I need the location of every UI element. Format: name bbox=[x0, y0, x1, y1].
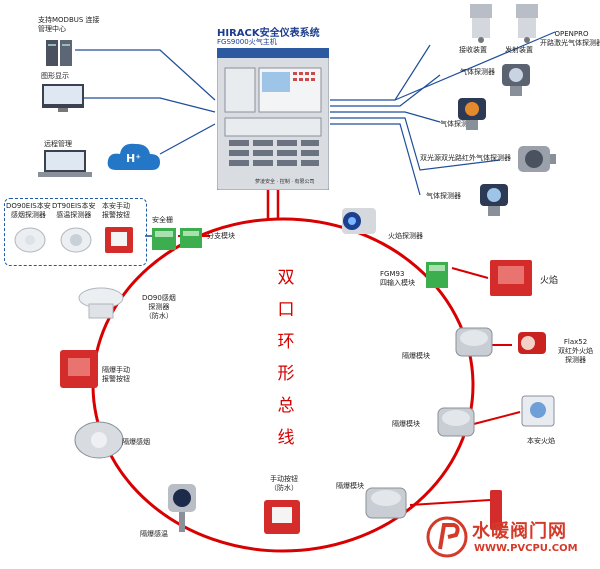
controller-footer: 萝凌安全 · 控制 · 有限公司 bbox=[255, 179, 315, 185]
graphics-label: 图形显示 bbox=[41, 72, 69, 80]
cloud-icon: H⁺ bbox=[106, 140, 162, 178]
gas1-label: 气体探测器 bbox=[460, 68, 495, 76]
controller-bus-link bbox=[266, 190, 280, 219]
flax52-detector[interactable] bbox=[512, 324, 552, 364]
logo-url: WWW.PVCPU.COM bbox=[474, 543, 578, 554]
logo-name: 水暖阀门网 bbox=[472, 521, 567, 542]
left-links bbox=[75, 49, 216, 155]
dt90eis-label: DT90EIS本安 感温探测器 bbox=[52, 202, 96, 219]
server-icon bbox=[44, 38, 74, 72]
manual-safe-label: 本安手动 报警按钮 bbox=[102, 202, 130, 219]
controller-subtitle: FGS9000火气主机 bbox=[217, 38, 277, 46]
dual-label: 双光源双光路红外气体探测器 bbox=[420, 154, 511, 162]
isolation-1-label: 隔爆模块 bbox=[402, 352, 430, 360]
isolation-module-3[interactable] bbox=[362, 482, 410, 528]
ring-char: 形 bbox=[277, 364, 295, 384]
transmitter-label: 发射装置 bbox=[505, 46, 533, 54]
ring-char: 口 bbox=[277, 300, 295, 320]
manual-call-point-ex[interactable] bbox=[58, 348, 100, 394]
dual-gas-detector[interactable] bbox=[514, 140, 558, 184]
gas3-label: 气体探测器 bbox=[426, 192, 461, 200]
receiver-device[interactable] bbox=[466, 4, 496, 48]
gas-detector-3[interactable] bbox=[476, 182, 512, 222]
fgm93-label: FGM93 四输入模块 bbox=[380, 270, 415, 287]
flame-signal-box[interactable] bbox=[488, 258, 534, 302]
do90-label: DO90感烟 探测器 （防水） bbox=[142, 294, 176, 320]
ring-bus-label: 双 口 环 形 总 线 bbox=[268, 262, 304, 454]
manual-call-point-wp[interactable] bbox=[262, 498, 302, 540]
gas-detector-2[interactable] bbox=[454, 94, 490, 138]
smoke-ex-label: 隔爆感烟 bbox=[122, 438, 150, 446]
link-openpro bbox=[394, 31, 556, 101]
right-device-links bbox=[409, 267, 521, 506]
receiver-label: 接收装置 bbox=[459, 46, 487, 54]
safe-flame-detector[interactable] bbox=[518, 392, 558, 436]
isolation-3-label: 隔爆模块 bbox=[336, 482, 364, 490]
branch-module-label: 分支模块 bbox=[207, 232, 235, 240]
laptop-icon bbox=[38, 150, 92, 182]
fgm93-module[interactable] bbox=[424, 260, 450, 294]
smoke-detector-safe[interactable] bbox=[14, 224, 46, 258]
monitor-icon bbox=[42, 84, 84, 116]
manual-ex-label: 隔爆手动 报警按钮 bbox=[102, 366, 130, 383]
controller-title: HIRACK安全仪表系统 bbox=[217, 28, 320, 39]
safety-barrier[interactable] bbox=[150, 226, 178, 256]
do90eis-label: DO90EIS本安 感烟探测器 bbox=[6, 202, 51, 219]
logo-mark-icon bbox=[426, 516, 468, 558]
modbus-label: 支持MODBUS 连接 管理中心 bbox=[38, 16, 100, 33]
smoke-detector-ex[interactable] bbox=[72, 418, 126, 466]
isolation-2-label: 隔爆模块 bbox=[392, 420, 420, 428]
site-logo: 水暖阀门网 WWW.PVCPU.COM bbox=[426, 513, 596, 563]
ring-char: 线 bbox=[277, 428, 295, 448]
gas2-label: 气体探测器 bbox=[440, 120, 475, 128]
ring-char: 环 bbox=[277, 332, 295, 352]
cloud-badge: H⁺ bbox=[126, 152, 142, 165]
ring-char: 总 bbox=[277, 396, 295, 416]
safe-flame-label: 本安火焰 bbox=[527, 437, 555, 445]
fire-gas-controller[interactable]: 萝凌安全 · 控制 · 有限公司 bbox=[216, 47, 330, 191]
branch-module[interactable] bbox=[178, 226, 204, 254]
ring-char: 双 bbox=[277, 268, 295, 288]
flax52-label: Flax52 双红外火焰 探测器 bbox=[558, 338, 593, 364]
red-cylinder bbox=[486, 486, 506, 538]
manual-call-point-safe[interactable] bbox=[104, 226, 134, 258]
barrier-label: 安全栅 bbox=[152, 216, 173, 224]
flame-detector-label: 火焰探测器 bbox=[388, 232, 423, 240]
flame-box-label: 火焰 bbox=[540, 276, 559, 286]
temp-ex-label: 隔爆感温 bbox=[140, 530, 168, 538]
temp-detector-ex[interactable] bbox=[160, 480, 204, 540]
do90-smoke-detector[interactable] bbox=[76, 284, 126, 328]
gas-detector-1[interactable] bbox=[498, 60, 534, 104]
flame-detector[interactable] bbox=[332, 204, 382, 248]
remote-label: 远程管理 bbox=[44, 140, 72, 148]
heat-detector-safe[interactable] bbox=[60, 224, 92, 258]
transmitter-device[interactable] bbox=[512, 4, 542, 48]
isolation-module-1[interactable] bbox=[452, 322, 496, 366]
openpro-label: OPENPRO 开路激光气体探测器 bbox=[540, 30, 600, 47]
manual-wp-label: 手动按钮 （防水） bbox=[270, 475, 298, 492]
isolation-module-2[interactable] bbox=[434, 402, 478, 446]
intrinsic-safe-group bbox=[4, 198, 147, 266]
